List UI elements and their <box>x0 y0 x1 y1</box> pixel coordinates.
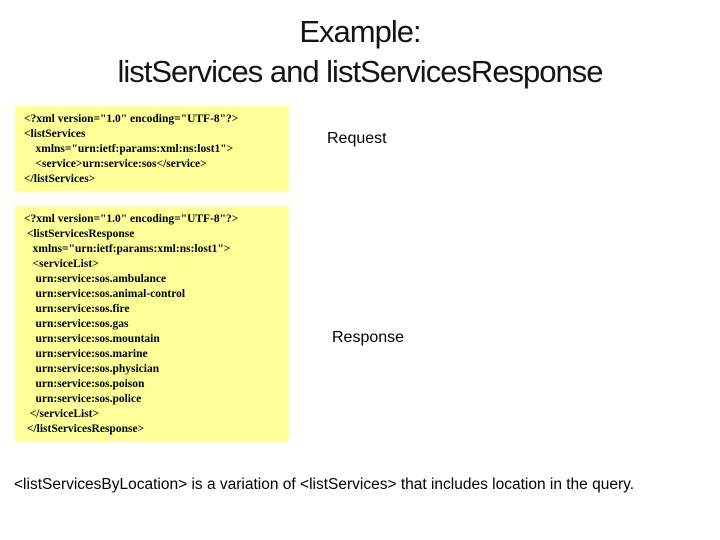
footer-note: <listServicesByLocation> is a variation … <box>14 476 635 493</box>
code-line: urn:service:sos.mountain <box>24 333 160 345</box>
code-line: xmlns="urn:ietf:params:xml:ns:lost1"> <box>24 243 231 255</box>
code-line: xmlns="urn:ietf:params:xml:ns:lost1"> <box>24 143 234 155</box>
code-line: <?xml version="1.0" encoding="UTF-8"?> <box>24 213 239 225</box>
slide-title-line2: listServices and listServicesResponse <box>117 54 603 89</box>
code-line: </listServicesResponse> <box>24 423 145 435</box>
code-line: urn:service:sos.animal-control <box>24 288 186 300</box>
code-line: urn:service:sos.gas <box>24 318 129 330</box>
code-line: urn:service:sos.fire <box>24 303 130 315</box>
slide-title-line1: Example: <box>299 14 421 49</box>
code-line: urn:service:sos.physician <box>24 363 160 375</box>
request-label: Request <box>327 130 387 147</box>
code-line: urn:service:sos.ambulance <box>24 273 167 285</box>
code-line: <serviceList> <box>24 258 99 270</box>
response-label: Response <box>332 329 405 346</box>
code-line: <listServicesResponse <box>24 228 135 240</box>
code-line: urn:service:sos.police <box>24 393 142 405</box>
code-line: <listServices <box>24 128 86 140</box>
code-line: <?xml version="1.0" encoding="UTF-8"?> <box>24 113 239 125</box>
code-line: </listServices> <box>24 173 96 185</box>
code-line: </serviceList> <box>24 408 100 420</box>
request-code-box: <?xml version="1.0" encoding="UTF-8"?> <… <box>14 105 290 193</box>
code-line: urn:service:sos.marine <box>24 348 148 360</box>
code-line: <service>urn:service:sos</service> <box>24 158 207 170</box>
code-line: urn:service:sos.poison <box>24 378 145 390</box>
response-code-box: <?xml version="1.0" encoding="UTF-8"?> <… <box>14 205 290 443</box>
slide-title: Example: listServices and listServicesRe… <box>0 12 720 92</box>
